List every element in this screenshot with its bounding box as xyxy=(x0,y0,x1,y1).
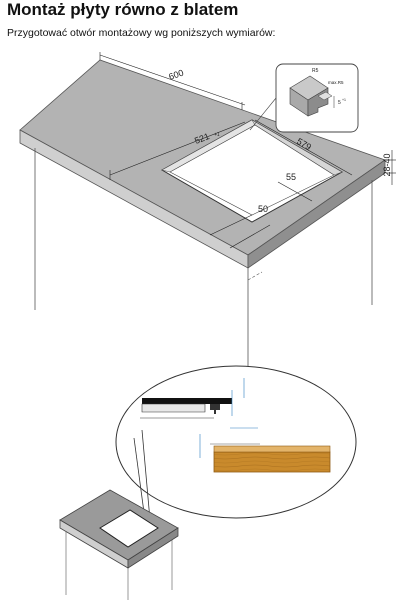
detail-inset xyxy=(249,63,359,133)
dim-width-outer: 600 xyxy=(167,68,184,82)
detail-rebate-depth-sup: +1 xyxy=(342,98,346,102)
cutout xyxy=(160,119,344,223)
detail-max-radius: max.R5 xyxy=(328,80,344,85)
dim-offset-back: 55 xyxy=(286,172,296,182)
page-subtitle: Przygotować otwór montażowy wg poniższyc… xyxy=(7,27,276,39)
dim-thickness: 28-40 xyxy=(382,153,392,176)
dim-width-inner-sup: +1 xyxy=(214,132,220,138)
detail-corner-radius: R5 xyxy=(312,68,319,74)
hob-glass xyxy=(142,398,232,404)
cross-section-detail xyxy=(115,365,357,519)
dim-offset-front: 50 xyxy=(258,204,268,214)
worktop-wood xyxy=(213,451,331,473)
page-title: Montaż płyty równo z blatem xyxy=(7,0,239,19)
overview-countertop xyxy=(59,489,179,600)
detail-rebate-depth: 5 xyxy=(338,100,341,106)
countertop-right-edge xyxy=(247,159,386,269)
dimension-lines xyxy=(99,52,396,249)
